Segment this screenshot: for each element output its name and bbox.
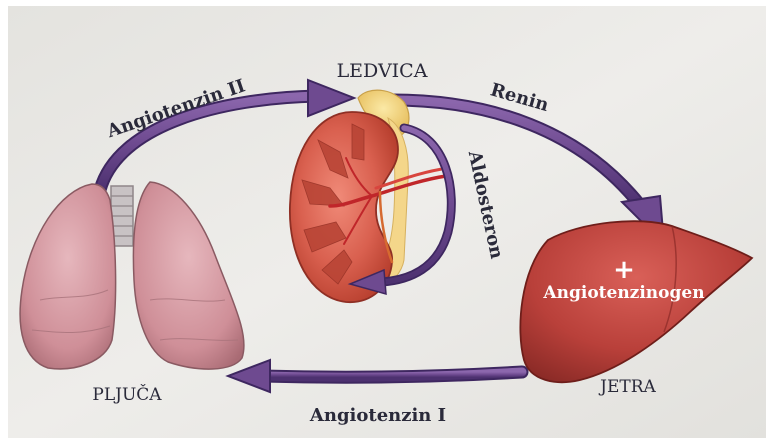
plus-symbol: + [613, 255, 635, 285]
angiotensinogen-label: Angiotenzinogen [542, 283, 704, 303]
liver-label: JETRA [598, 377, 656, 397]
angiotensin-1-label: Angiotenzin I [309, 405, 446, 426]
kidney-label: LEDVICA [337, 60, 428, 82]
lungs-label: PLJUČA [92, 384, 162, 405]
